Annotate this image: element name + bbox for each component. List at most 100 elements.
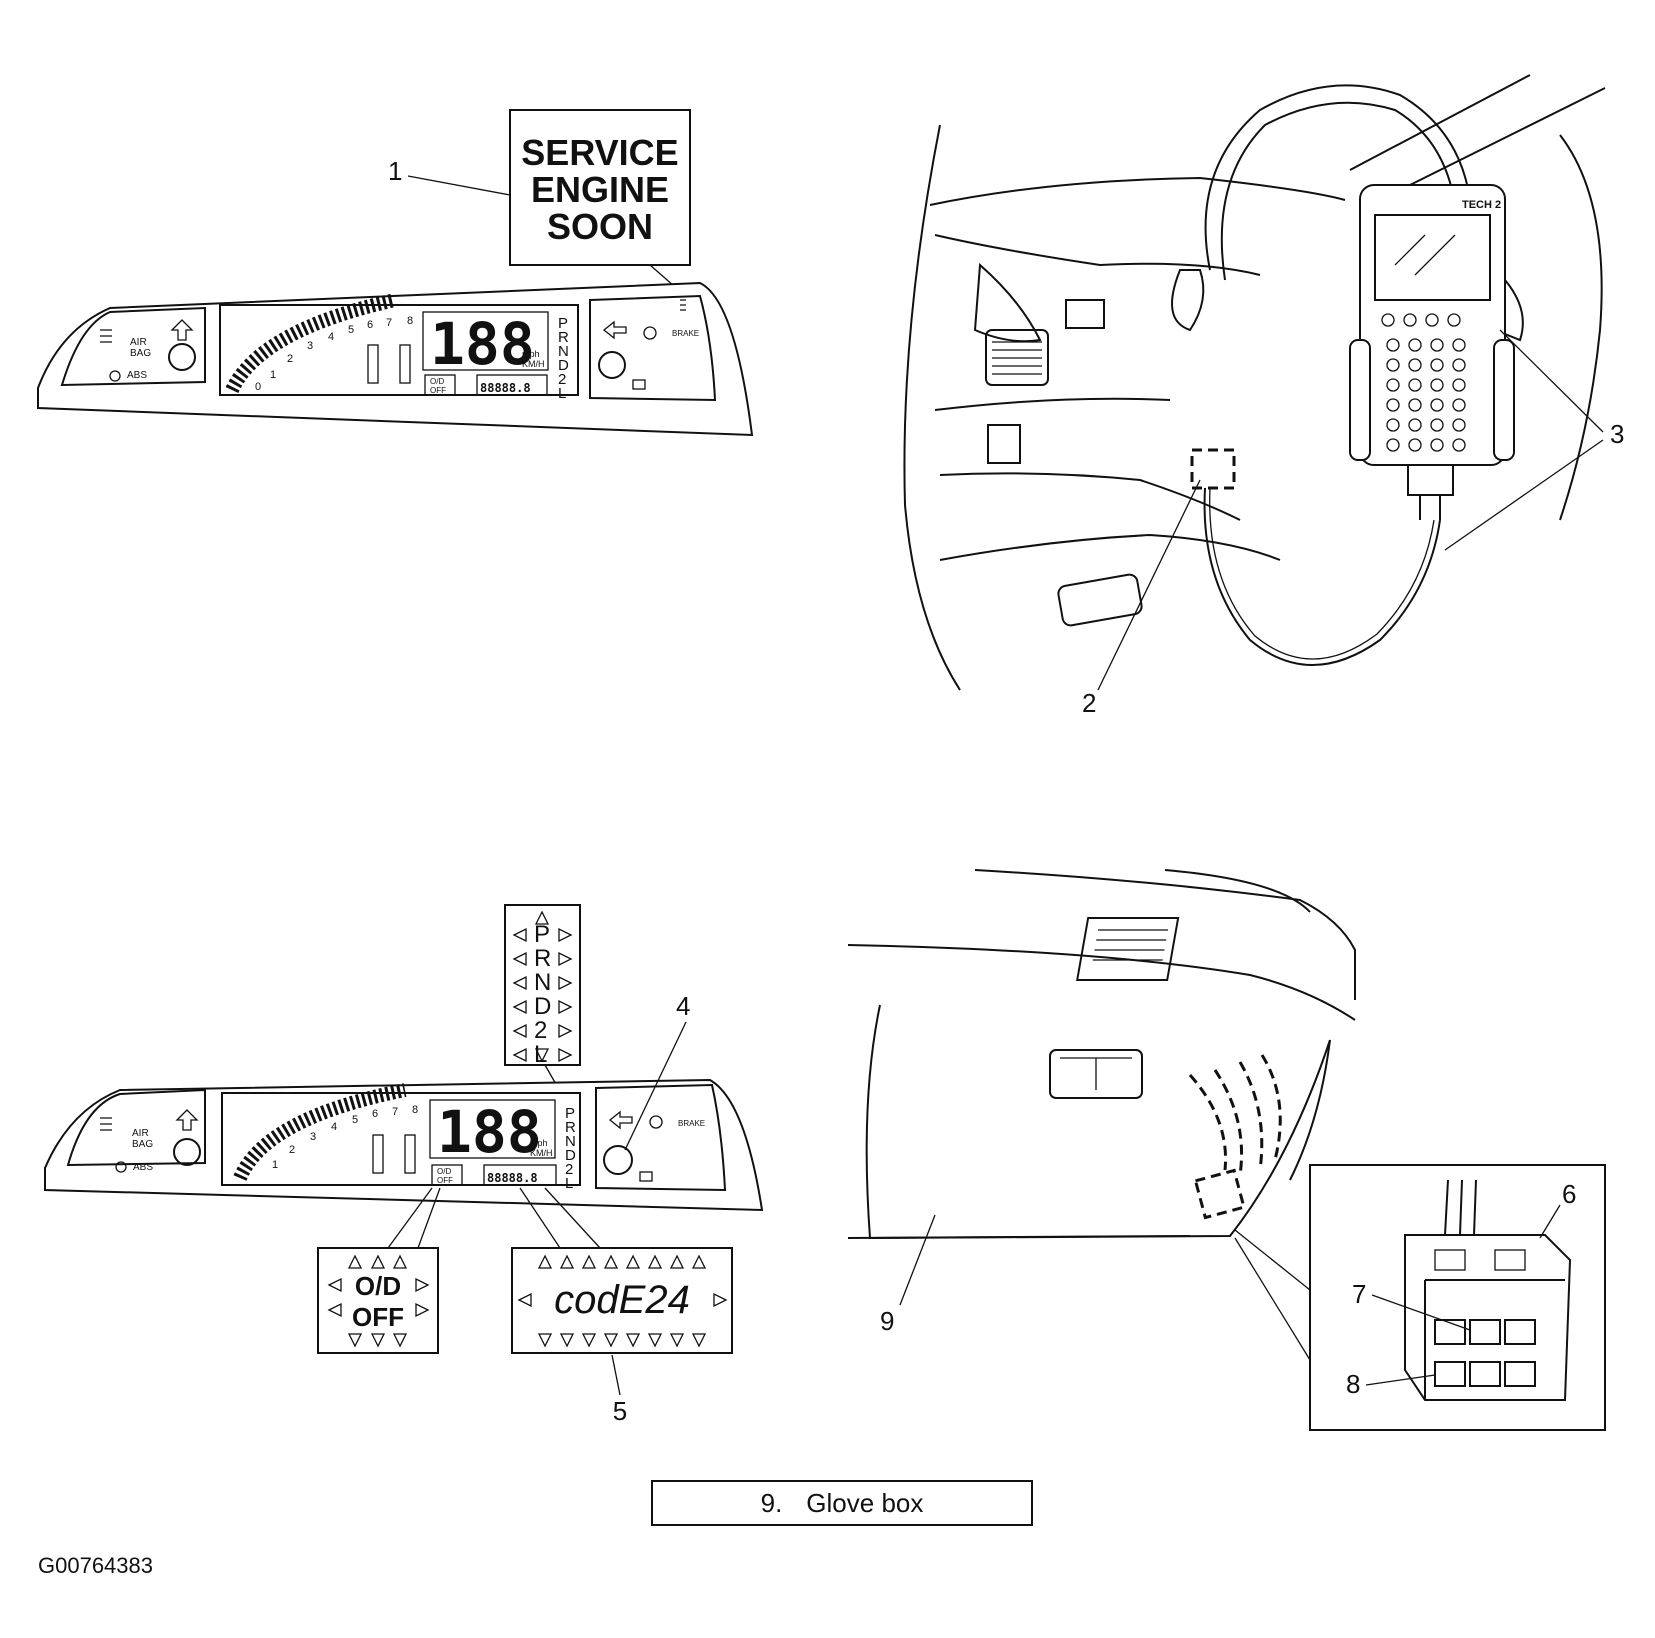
flash-mark bbox=[669, 1333, 685, 1348]
right-arrow-icon bbox=[602, 320, 627, 340]
speed-unit-kmh: KM/H bbox=[522, 359, 545, 369]
check-connector-knob-icon bbox=[603, 1145, 633, 1175]
code-detail-box bbox=[511, 1247, 733, 1354]
connector-cavity bbox=[1504, 1319, 1536, 1345]
right-knob-icon bbox=[598, 351, 626, 379]
tech2-keypad-key bbox=[1452, 438, 1466, 452]
callout-6: 6 bbox=[1562, 1179, 1576, 1209]
flash-mark bbox=[647, 1254, 663, 1269]
brake-warning-icon bbox=[643, 326, 657, 340]
tech2-keypad-key bbox=[1430, 358, 1444, 372]
dash-mid-edge bbox=[847, 944, 1356, 1021]
callout-2: 2 bbox=[1082, 688, 1096, 718]
hidden-wiring-2 bbox=[1213, 1069, 1244, 1176]
tech2-keypad-key bbox=[1452, 378, 1466, 392]
flash-mark bbox=[512, 975, 527, 991]
code-detail-pointer bbox=[519, 1187, 601, 1249]
odometer-display bbox=[476, 374, 548, 396]
speed-unit-kmh: KM/H bbox=[530, 1148, 553, 1158]
dash-top-line bbox=[929, 176, 1346, 206]
dash-switch-upper bbox=[1065, 299, 1105, 329]
tech2-screen-glare bbox=[1394, 234, 1456, 276]
headlamp-icon bbox=[100, 1117, 112, 1131]
tach-3: 3 bbox=[307, 340, 313, 352]
flash-mark bbox=[327, 1277, 342, 1293]
tech2-right-grip bbox=[1493, 339, 1515, 461]
airbag-label-2: BAG bbox=[130, 348, 151, 359]
tech2-keypad-key bbox=[1408, 378, 1422, 392]
callout-7-leader bbox=[1371, 1294, 1471, 1331]
flash-mark bbox=[691, 1333, 707, 1348]
top-right-scan-tool-group: TECH 2 2 3 bbox=[903, 74, 1624, 718]
gear-detail-r: R bbox=[534, 945, 551, 972]
gear-detail-2: 2 bbox=[534, 1017, 547, 1044]
tech2-key bbox=[1447, 313, 1461, 327]
flash-mark bbox=[559, 1333, 575, 1348]
gear-detail-d: D bbox=[534, 993, 551, 1020]
tech2-function-keys bbox=[1381, 313, 1461, 327]
battery-icon bbox=[632, 379, 646, 390]
hidden-wiring-1 bbox=[1188, 1074, 1228, 1171]
flash-mark bbox=[392, 1254, 408, 1269]
battery-icon bbox=[639, 1171, 653, 1182]
fuel-gauge-bar bbox=[404, 1134, 416, 1174]
tech2-keypad-key bbox=[1386, 418, 1400, 432]
tech2-keypad-key bbox=[1430, 338, 1444, 352]
windshield-edge-2 bbox=[1409, 87, 1606, 186]
flash-mark bbox=[625, 1254, 641, 1269]
gear-p: P bbox=[558, 315, 568, 332]
headlamp-icon bbox=[100, 329, 112, 343]
tech2-keypad-key bbox=[1430, 378, 1444, 392]
connector-terminal-8b bbox=[1504, 1361, 1536, 1387]
code-flash-marks bbox=[517, 1254, 728, 1348]
right-air-vent-louvres bbox=[1092, 929, 1169, 961]
tech2-keypad-key bbox=[1430, 438, 1444, 452]
callout-5-leader bbox=[611, 1354, 621, 1396]
flash-mark bbox=[392, 1333, 408, 1348]
tech2-left-grip bbox=[1349, 339, 1371, 461]
od-off-2: OFF bbox=[430, 386, 446, 395]
left-air-vent-louvres bbox=[992, 341, 1042, 375]
left-air-vent bbox=[985, 329, 1049, 386]
flash-mark bbox=[512, 1023, 527, 1039]
dash-top-edge bbox=[974, 869, 1356, 1000]
tach-2: 2 bbox=[289, 1144, 295, 1156]
legend-box: 9. Glove box bbox=[651, 1480, 1033, 1526]
tech2-keypad-key bbox=[1452, 398, 1466, 412]
inset-pointer bbox=[1234, 1229, 1311, 1361]
od-off-indicator bbox=[431, 1164, 463, 1186]
flash-mark bbox=[512, 1047, 527, 1063]
glove-box-latch-detail bbox=[1060, 1057, 1132, 1090]
gear-d: D bbox=[565, 1147, 576, 1164]
warning-line-1: SERVICE bbox=[521, 132, 678, 173]
odometer-display bbox=[483, 1164, 557, 1186]
glove-box-latch bbox=[1049, 1049, 1143, 1099]
dash-upper-trim bbox=[934, 234, 1261, 276]
od-off-detail-box bbox=[317, 1247, 439, 1354]
gear-l: L bbox=[565, 1175, 573, 1192]
temp-gauge-bar bbox=[367, 344, 379, 384]
od-off-flash-marks bbox=[327, 1254, 430, 1348]
flash-mark bbox=[691, 1254, 707, 1269]
trouble-code-text: codE24 bbox=[554, 1278, 690, 1322]
tech2-cable-strain-relief bbox=[1419, 495, 1441, 520]
gear-r: R bbox=[565, 1119, 576, 1136]
flash-mark bbox=[713, 1292, 728, 1308]
door-edge-line bbox=[1559, 134, 1603, 521]
tech2-keypad-key bbox=[1386, 398, 1400, 412]
cluster-top-main-display bbox=[219, 304, 579, 396]
scan-tool-cable bbox=[1203, 487, 1441, 666]
brake-warning-icon bbox=[649, 1115, 663, 1129]
warning-line-2: ENGINE bbox=[531, 169, 669, 210]
tech2-cable-connector bbox=[1407, 464, 1454, 496]
flash-mark bbox=[558, 975, 573, 991]
cluster-bottom-left-pod bbox=[66, 1088, 206, 1167]
tach-4: 4 bbox=[328, 331, 334, 343]
cluster-bottom-right-pod bbox=[595, 1083, 727, 1192]
dash-side-edge bbox=[1289, 1039, 1331, 1181]
tach-7: 7 bbox=[392, 1106, 398, 1118]
legend-label: Glove box bbox=[806, 1487, 924, 1518]
callout-9-leader bbox=[899, 1214, 936, 1306]
flash-mark bbox=[512, 999, 527, 1015]
flash-mark bbox=[517, 1292, 532, 1308]
